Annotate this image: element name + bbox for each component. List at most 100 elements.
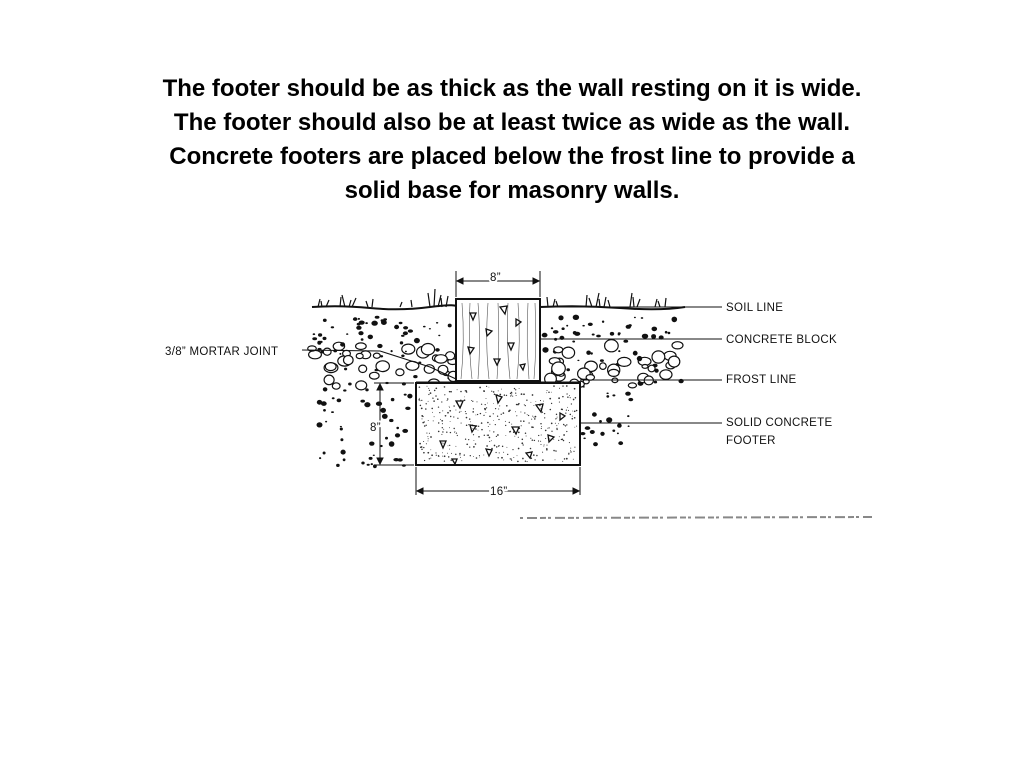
- stipple-dot: [533, 416, 535, 418]
- stipple-dot: [477, 425, 480, 427]
- stipple-dot: [492, 391, 495, 393]
- stipple-dot: [458, 411, 461, 413]
- gravel-stone: [395, 368, 405, 377]
- stipple-dot: [567, 409, 570, 411]
- stipple-dot: [476, 413, 479, 416]
- stipple-dot: [472, 428, 474, 429]
- gravel-stone: [322, 336, 327, 341]
- gravel-stone: [368, 456, 373, 460]
- stipple-dot: [497, 434, 499, 436]
- stipple-dot: [572, 458, 574, 460]
- stipple-dot: [571, 415, 573, 417]
- stipple-dot: [437, 454, 439, 457]
- stipple-dot: [520, 425, 522, 427]
- stipple-dot: [571, 417, 574, 420]
- stipple-dot: [526, 461, 528, 463]
- stipple-dot: [570, 449, 571, 451]
- gravel-stone: [365, 388, 369, 392]
- gravel-stone: [375, 401, 383, 406]
- gravel-stone: [339, 427, 343, 431]
- solid-concrete-footer-label-1: SOLID CONCRETE: [726, 417, 832, 429]
- stipple-dot: [437, 398, 439, 400]
- stipple-dot: [534, 415, 537, 418]
- stipple-dot: [468, 439, 470, 441]
- stipple-dot: [558, 439, 560, 442]
- stipple-dot: [491, 390, 493, 392]
- gravel-stone: [355, 352, 364, 360]
- gravel-stone: [434, 354, 448, 364]
- gravel-stone: [593, 442, 598, 447]
- gravel-stone: [404, 350, 407, 353]
- stipple-dot: [469, 455, 471, 457]
- stipple-dot: [453, 416, 455, 418]
- gravel-stone: [428, 328, 431, 330]
- gravel-stone: [325, 420, 328, 423]
- stipple-dot: [562, 460, 564, 462]
- stipple-dot: [489, 423, 491, 425]
- stipple-dot: [456, 434, 458, 437]
- stipple-dot: [522, 457, 524, 460]
- gravel-stone: [612, 429, 616, 432]
- stipple-dot: [430, 436, 432, 438]
- concrete-footer: [415, 382, 581, 466]
- gravel-stone: [561, 327, 565, 330]
- gravel-stone: [322, 347, 332, 356]
- grass-tufts: [317, 288, 667, 308]
- gravel-stone: [558, 315, 564, 321]
- gravel-stone: [584, 426, 591, 430]
- gravel-stone: [371, 320, 378, 326]
- stipple-dot: [569, 395, 570, 397]
- stipple-dot: [486, 445, 488, 447]
- stipple-dot: [521, 438, 524, 441]
- gravel-stone: [318, 333, 323, 337]
- stipple-dot: [447, 411, 449, 414]
- stipple-dot: [565, 412, 567, 414]
- soil-line-label: SOIL LINE: [726, 302, 783, 314]
- gravel-stone: [380, 319, 384, 322]
- stipple-dot: [457, 417, 459, 419]
- stipple-dot: [501, 445, 504, 448]
- stipple-dot: [515, 389, 517, 391]
- gravel-stone: [403, 393, 407, 396]
- gravel-stone: [358, 364, 368, 374]
- stipple-dot: [463, 399, 466, 402]
- gravel-stone: [323, 409, 326, 412]
- stipple-dot: [540, 423, 542, 425]
- gravel-stone: [586, 350, 591, 355]
- gravel-stone: [394, 324, 400, 330]
- gravel-stone: [374, 315, 380, 319]
- stipple-dot: [512, 395, 514, 397]
- gravel-stone: [340, 438, 344, 442]
- stipple-dot: [517, 447, 520, 450]
- stipple-dot: [556, 416, 558, 418]
- stipple-dot: [515, 403, 518, 406]
- footer-thickness-dimension: [374, 382, 414, 466]
- gravel-stone: [653, 380, 658, 384]
- gravel-stone: [671, 341, 684, 350]
- gravel-stone: [397, 458, 403, 462]
- stipple-dot: [470, 400, 472, 401]
- stipple-dot: [554, 459, 556, 461]
- caption-line-1: The footer should be as thick as the wal…: [162, 75, 862, 102]
- stipple-dot: [517, 436, 519, 438]
- stipple-dot: [523, 404, 525, 406]
- stipple-dot: [556, 427, 558, 430]
- stipple-dot: [533, 439, 536, 442]
- stipple-dot: [531, 394, 534, 396]
- stipple-dot: [515, 395, 517, 396]
- gravel-stone: [342, 354, 354, 366]
- gravel-stone: [413, 375, 418, 379]
- gravel-stone: [599, 420, 602, 423]
- footer-stipple: [418, 385, 578, 463]
- stipple-dot: [556, 428, 558, 431]
- stipple-dot: [432, 420, 434, 422]
- gravel-stone: [346, 333, 349, 335]
- footer-aggregate: [439, 394, 567, 466]
- stipple-dot: [512, 449, 514, 451]
- gravel-stone: [375, 360, 390, 373]
- stipple-dot: [553, 438, 555, 440]
- stipple-dot: [573, 417, 576, 419]
- stipple-dot: [543, 445, 545, 447]
- stipple-dot: [487, 402, 489, 404]
- stipple-dot: [472, 411, 474, 413]
